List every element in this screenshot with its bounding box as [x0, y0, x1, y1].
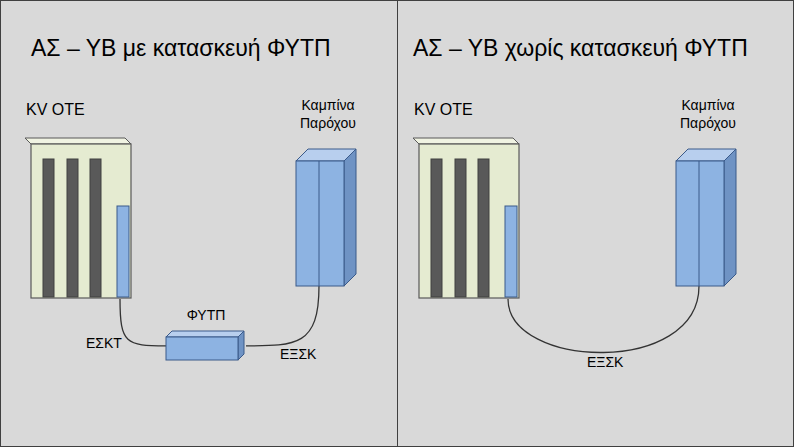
provider-cabinet: Καμπίνα Παρόχου: [286, 96, 370, 286]
exchange-cabinet: [411, 101, 531, 299]
cable-label: ΕΣΚΤ: [84, 335, 124, 351]
exchange-cabinet: KV OTE: [23, 101, 143, 299]
cable-line: [508, 286, 699, 353]
node-label: Καμπίνα Παρόχου: [666, 96, 750, 132]
exchange-cabinet: KV OTE: [411, 101, 531, 299]
cable-line: [246, 286, 319, 346]
exchange-cabinet: [23, 101, 143, 299]
cable-line: [120, 299, 166, 346]
panel-title: ΑΣ – ΥΒ με κατασκευή ΦΥΤΠ: [31, 35, 331, 62]
panel-title: ΑΣ – ΥΒ χωρίς κατασκευή ΦΥΤΠ: [413, 35, 748, 62]
node-label: KV OTE: [411, 101, 531, 119]
termination-box: ΦΥΤΠ: [166, 307, 246, 361]
cable-label: ΕΞΣΚ: [278, 346, 318, 362]
scenario-panel: ΑΣ – ΥΒ με κατασκευή ΦΥΤΠ KV OTE Καμπίνα Π…: [0, 0, 398, 447]
cable-label: ΕΞΣΚ: [585, 354, 625, 370]
node-label: Καμπίνα Παρόχου: [286, 96, 370, 132]
scenario-panel: ΑΣ – ΥΒ χωρίς κατασκευή ΦΥΤΠ KV OTE Καμπίν…: [397, 0, 794, 447]
provider-cabinet: Καμπίνα Παρόχου: [666, 96, 750, 286]
node-label: KV OTE: [23, 101, 143, 119]
node-label: ΦΥΤΠ: [166, 307, 246, 323]
